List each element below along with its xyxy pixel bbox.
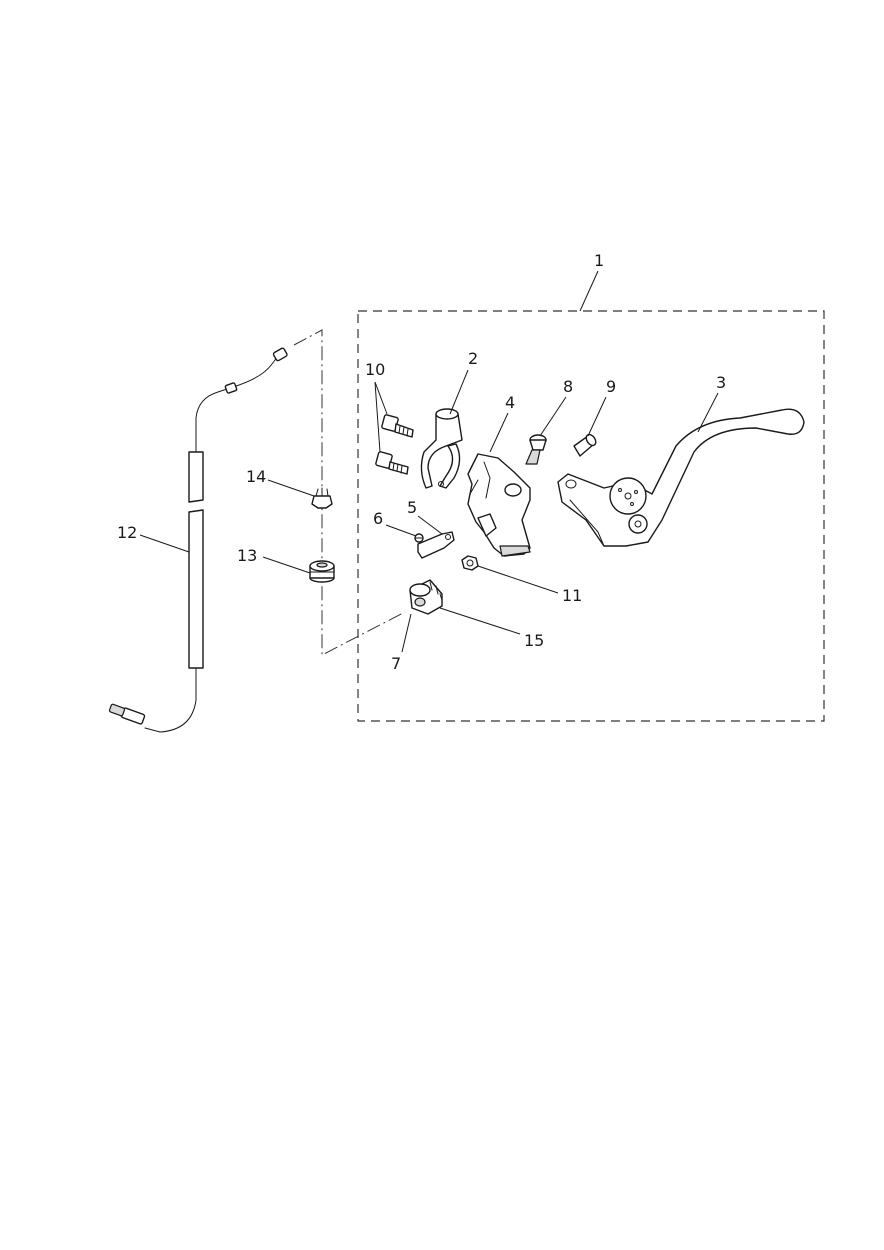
clutch-cable [108, 347, 288, 733]
pivot-bolt [525, 434, 547, 465]
callout-14: 14 [246, 467, 266, 486]
leader-lines [139, 270, 719, 653]
assembly-centerline [293, 329, 406, 656]
callout-8: 8 [563, 377, 573, 396]
callout-4: 4 [505, 393, 515, 412]
clutch-lever [557, 408, 805, 547]
pivot-nut [461, 555, 479, 571]
lever-bracket [467, 453, 531, 557]
handlebar-clamp [420, 408, 463, 489]
callout-15: 15 [524, 631, 544, 650]
callout-1: 1 [594, 251, 604, 270]
switch-screw [414, 533, 424, 543]
callout-9: 9 [606, 377, 616, 396]
cable-clip [311, 487, 333, 509]
callout-13: 13 [237, 546, 257, 565]
pivot-bushing [573, 433, 597, 457]
callout-10: 10 [365, 360, 385, 379]
switch-bracket [417, 531, 455, 559]
cable-adjuster [409, 579, 443, 615]
grommet [309, 560, 335, 583]
callout-11: 11 [562, 586, 582, 605]
callout-6: 6 [373, 509, 383, 528]
assembly-boundary [357, 310, 825, 722]
callout-12: 12 [117, 523, 137, 542]
callout-7: 7 [391, 654, 401, 673]
clamp-bolts [375, 414, 414, 475]
callout-3: 3 [716, 373, 726, 392]
callout-2: 2 [468, 349, 478, 368]
callout-5: 5 [407, 498, 417, 517]
